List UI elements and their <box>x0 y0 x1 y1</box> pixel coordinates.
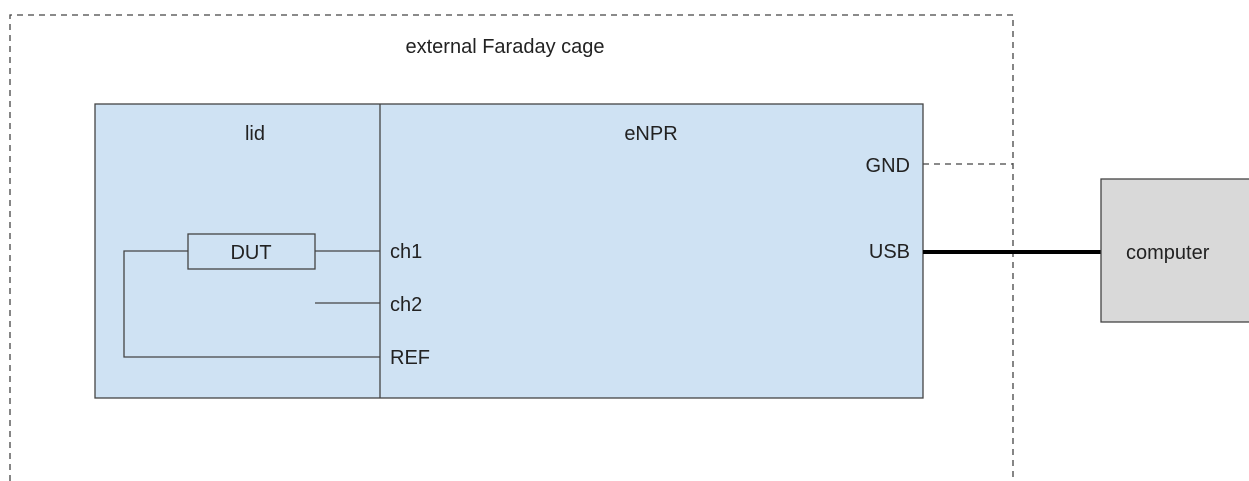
port-usb: USB <box>869 241 910 263</box>
dut-box <box>187 233 316 270</box>
faraday-cage-label: external Faraday cage <box>405 36 604 58</box>
wire-dut-ref <box>123 250 380 358</box>
dut-label: DUT <box>230 242 271 264</box>
port-gnd: GND <box>866 155 910 177</box>
faraday-cage-border <box>9 14 1014 481</box>
port-ch1: ch1 <box>390 241 422 263</box>
computer-box <box>1100 178 1249 323</box>
enpr-label: eNPR <box>624 123 677 145</box>
port-ref: REF <box>390 347 430 369</box>
computer-label: computer <box>1126 242 1210 264</box>
lid-label: lid <box>245 123 265 145</box>
port-ch2: ch2 <box>390 294 422 316</box>
